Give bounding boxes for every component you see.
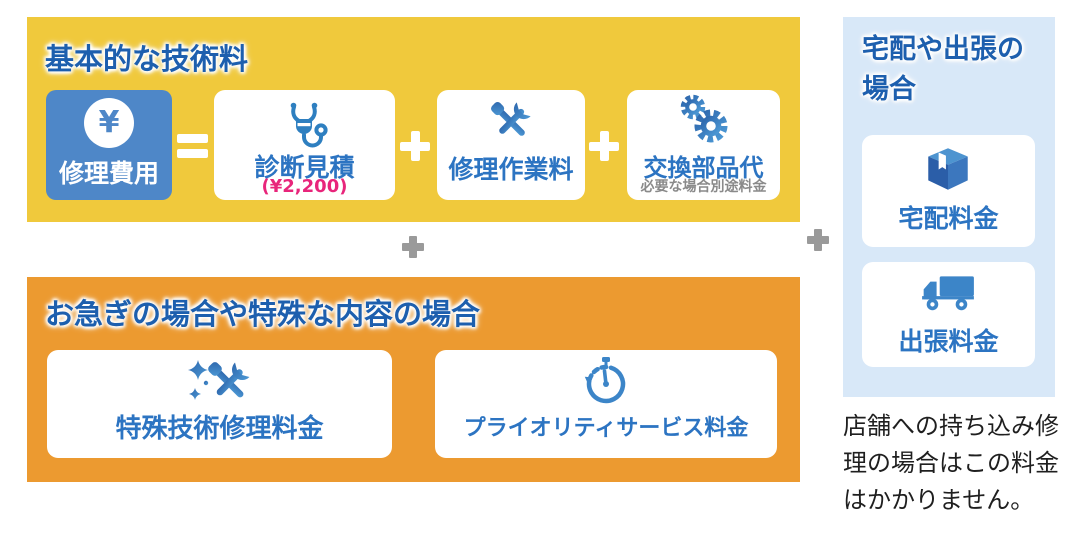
yen-circle-icon: ¥ [84,98,134,148]
plus-icon [400,131,430,161]
replacement-parts-note: 必要な場合別途料金 [640,179,767,195]
repair-cost-box: ¥ 修理費用 [46,90,172,200]
special-tech-label: 特殊技術修理料金 [115,414,324,444]
diagnosis-estimate-box: 診断見積 (¥2,200) [214,90,395,200]
stethoscope-icon [290,102,328,148]
priority-service-label: プライオリティサービス料金 [463,416,749,441]
delivery-visit-title: 宅配や出張の場合 [862,34,1024,105]
sparkle-tools-icon [188,360,250,400]
yen-symbol: ¥ [98,105,120,140]
plus-icon [589,131,619,161]
repair-cost-label: 修理費用 [58,159,159,188]
replacement-parts-label: 交換部品代 [643,154,764,182]
store-dropoff-note: 店舗への持ち込み修理の場合はこの料金はかかりません。 [843,412,1059,514]
replacement-parts-box: 交換部品代 必要な場合別途料金 [627,90,780,200]
delivery-fee-label: 宅配料金 [898,204,999,233]
stopwatch-icon [584,357,626,404]
rush-special-title: お急ぎの場合や特殊な内容の場合 [45,297,481,331]
delivery-fee-box: 宅配料金 [862,135,1035,247]
delivery-truck-icon [922,276,974,311]
travel-fee-label: 出張料金 [898,327,999,356]
equals-icon [177,132,208,160]
plus-icon [807,229,829,251]
priority-service-box: プライオリティサービス料金 [435,350,777,458]
diagnosis-label: 診断見積 [254,153,355,182]
repair-work-box: 修理作業料 [437,90,585,200]
special-tech-box: 特殊技術修理料金 [47,350,392,458]
plus-icon [402,236,424,258]
package-box-icon [928,148,968,190]
gears-icon [680,94,728,143]
basic-fee-title: 基本的な技術料 [45,42,249,76]
crossed-tools-icon [491,102,531,136]
travel-fee-box: 出張料金 [862,262,1035,367]
repair-work-label: 修理作業料 [448,155,574,184]
diagnosis-price: (¥2,200) [261,176,348,197]
